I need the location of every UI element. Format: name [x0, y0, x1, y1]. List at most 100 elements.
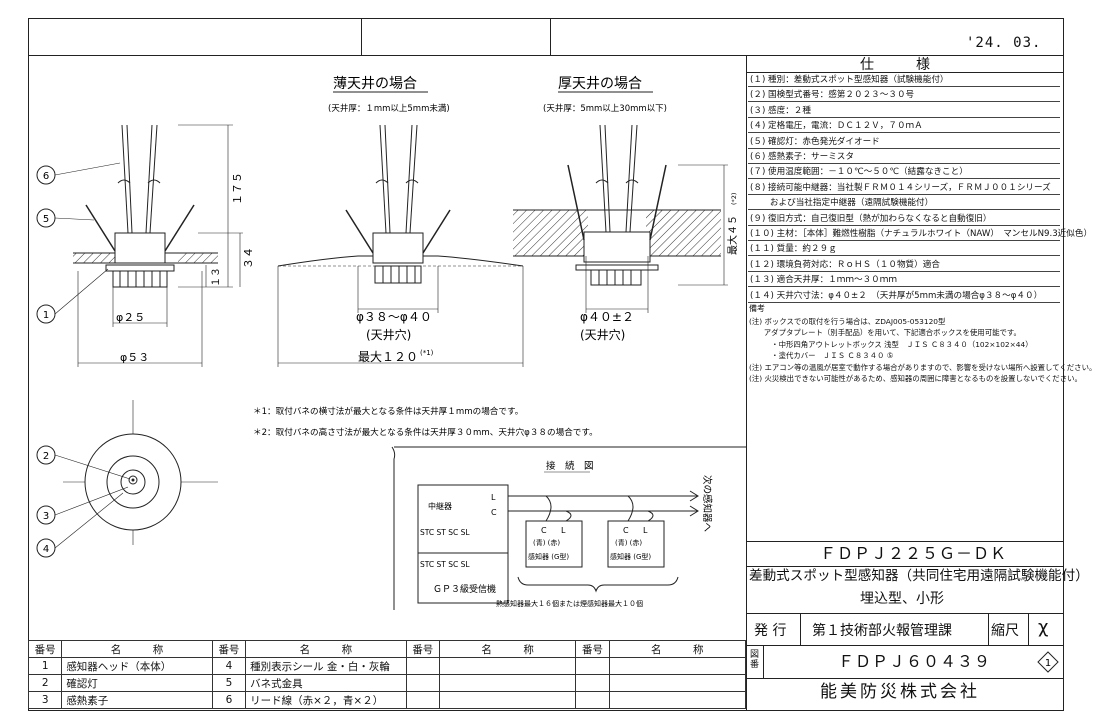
- dim-max120: 最大１２０: [358, 350, 418, 364]
- ceiling-hatch-left-2: [178, 253, 218, 263]
- callout-3: 3: [43, 511, 49, 522]
- receiver-terminals: STC ST SC SL: [420, 560, 470, 569]
- spec-column-divider: [746, 55, 747, 711]
- parts-cell: [608, 691, 747, 709]
- parts-cell: 6: [211, 691, 247, 709]
- remark-item: アダプタプレート（別手配品）を用いて、下記適合ボックスを使用可能です。: [749, 328, 1021, 338]
- parts-cell: [405, 657, 440, 675]
- spec-item: (４) 定格電圧，電流：ＤＣ１２Ｖ，７０ｍＡ: [748, 120, 1060, 134]
- parts-cell: [405, 674, 440, 692]
- drawing-number: ＦＤＰＪ６０４３９: [838, 652, 992, 671]
- remark-item: ・中形四角アウトレットボックス 浅型 ＪＩＳ Ｃ８３４０（102×102×44）: [749, 339, 1033, 349]
- parts-cell: [438, 691, 577, 709]
- max-detector-note: 熱感知器最大１６個または煙感知器最大１０個: [496, 599, 643, 608]
- spec-item: (５) 確認灯：赤色発光ダイオード: [748, 136, 1060, 149]
- spec-item: (８) 接続可能中継器：当社製ＦＲＭ０１４シリーズ，ＦＲＭＪ００１シリーズ: [748, 182, 1060, 195]
- spec-item: (１１) 質量：約２９ｇ: [748, 243, 1060, 257]
- thick-ceiling-title: 厚天井の場合: [558, 76, 642, 92]
- issuer: 第１技術部火報管理課: [812, 623, 952, 639]
- spec-item: (１２) 環境負荷対応：ＲｏＨＳ（１０物質）適合: [748, 259, 1060, 272]
- left-view: １７５ ３４ １３ φ２５ φ５３ 6 5 1: [36, 124, 255, 367]
- scale-label: 縮尺: [991, 623, 1019, 639]
- det1-colors: (青) (赤): [533, 538, 560, 547]
- product-name: 差動式スポット型感知器（共同住宅用遠隔試験機能付）: [749, 568, 1089, 584]
- issuer-label: 発 行: [754, 623, 787, 639]
- callout-6: 6: [43, 171, 49, 182]
- wiring-diagram: 接 続 図 中継器 L C STC ST SC SL STC ST SC SL …: [391, 446, 746, 610]
- parts-cell: 2: [27, 674, 63, 692]
- thin-ceiling-sub: (天井厚：１mm以上5mm未満): [328, 103, 450, 114]
- dim-phi53: φ５３: [120, 351, 149, 364]
- parts-cell: [438, 674, 577, 692]
- receiver-label: ＧＰ３級受信機: [433, 583, 496, 595]
- spec-item: (１４) 天井穴寸法：φ４０±２ （天井厚が5mm未満の場合φ３８～φ４０）: [748, 290, 1060, 303]
- note-1: ＊1：取付バネの横寸法が最大となる条件は天井厚１mmの場合です。: [253, 405, 523, 417]
- wiring-title: 接 続 図: [546, 460, 594, 472]
- hole-label-thick: (天井穴): [580, 327, 625, 342]
- dim-max45-note: (*2): [730, 193, 738, 205]
- receiver-box: [417, 552, 509, 604]
- detector-box-1: [525, 520, 583, 568]
- parts-cell: [575, 674, 610, 692]
- callout-2: 2: [43, 451, 49, 462]
- relay-label: 中継器: [428, 501, 452, 511]
- parts-cell: [608, 657, 747, 675]
- scale-value-divider: [1028, 613, 1029, 645]
- detector-box-2: [607, 520, 665, 568]
- det2-colors: (青) (赤): [615, 538, 642, 547]
- parts-cell: 確認灯: [61, 674, 213, 692]
- ceiling-hatch-right-2: [646, 210, 721, 256]
- parts-table-header: 番号名 称番号名 称番号名 称番号名 称: [27, 640, 747, 658]
- parts-header-cell: 番号: [27, 640, 63, 658]
- title-block-line-4: [746, 678, 1064, 679]
- date: '24. 03.: [966, 35, 1042, 51]
- company-name: 能美防災株式会社: [820, 682, 980, 702]
- parts-cell: 感知器ヘッド（本体）: [61, 657, 213, 675]
- dim-34: ３４: [242, 247, 255, 269]
- note-2: ＊2：取付バネの高さ寸法が最大となる条件は天井厚３０mm、天井穴φ３８の場合です…: [253, 426, 598, 438]
- dim-phi25: φ２５: [116, 311, 145, 324]
- thin-ceiling-view: φ３８～φ４０ (天井穴) 最大１２０ (*1): [277, 124, 524, 367]
- det1-l: L: [561, 526, 566, 535]
- title-block-line-3: [746, 645, 1064, 646]
- scale-value: χ: [1038, 617, 1049, 638]
- parts-header-cell: 名 称: [608, 640, 747, 658]
- dim-13: １３: [211, 267, 222, 287]
- parts-header-cell: 名 称: [438, 640, 577, 658]
- header-cell-divider-1: [361, 18, 362, 55]
- revision-number: 1: [1045, 658, 1051, 669]
- spec-item: (９) 復旧方式：自己復旧型（熱が加わらなくなると自動復旧）: [748, 213, 1060, 226]
- remark-item: ・塗代カバー ＪＩＳ Ｃ８３４０ ⑤: [749, 351, 894, 361]
- parts-cell: バネ式金具: [245, 674, 407, 692]
- parts-header-cell: 番号: [211, 640, 247, 658]
- relay-terminal-l: L: [491, 493, 496, 502]
- remark-item: (注) 火災検出できない可能性があるため、感知器の周囲に障害となるものを設置しな…: [749, 374, 1082, 383]
- parts-header-cell: 名 称: [245, 640, 407, 658]
- spec-item: (２) 国検型式番号：感第２０２３～３０号: [748, 89, 1060, 103]
- next-detector-label: 次の感知器へ: [701, 475, 713, 533]
- dim-hole-thick: φ４０±２: [580, 310, 634, 324]
- callout-1: 1: [43, 310, 49, 321]
- dim-max120-note: (*1): [420, 349, 434, 357]
- spec-item: および当社指定中継器（遠隔試験機能付）: [748, 197, 1060, 211]
- spec-title: 仕 様: [860, 57, 930, 73]
- dim-175: １７５: [231, 172, 244, 205]
- model-name: ＦＤＰＪ２２５Ｇ－ＤＫ: [820, 544, 1008, 563]
- parts-cell: 3: [27, 691, 63, 709]
- scale-divider: [988, 613, 989, 645]
- detector-drawing: 薄天井の場合 (天井厚：１mm以上5mm未満) 厚天井の場合 (天井厚：5mm以…: [36, 76, 746, 610]
- det1-c: C: [541, 526, 547, 535]
- thin-ceiling-title: 薄天井の場合: [333, 76, 417, 92]
- plan-view: 2 3 4: [36, 400, 218, 558]
- title-block-line-1: [746, 566, 1064, 567]
- spec-item: (３) 感度：２種: [748, 105, 1060, 118]
- header-cell-divider-2: [550, 18, 551, 55]
- outer-frame: [28, 18, 1064, 711]
- spec-item: (１) 種別：差動式スポット型感知器（試験機能付）: [748, 74, 1060, 87]
- parts-header-cell: 番号: [575, 640, 610, 658]
- callout-5: 5: [43, 214, 49, 225]
- spec-item: (１３) 適合天井厚：１ｍｍ～３０ｍｍ: [748, 274, 1060, 288]
- det1-name: 感知器 (G型): [528, 552, 569, 561]
